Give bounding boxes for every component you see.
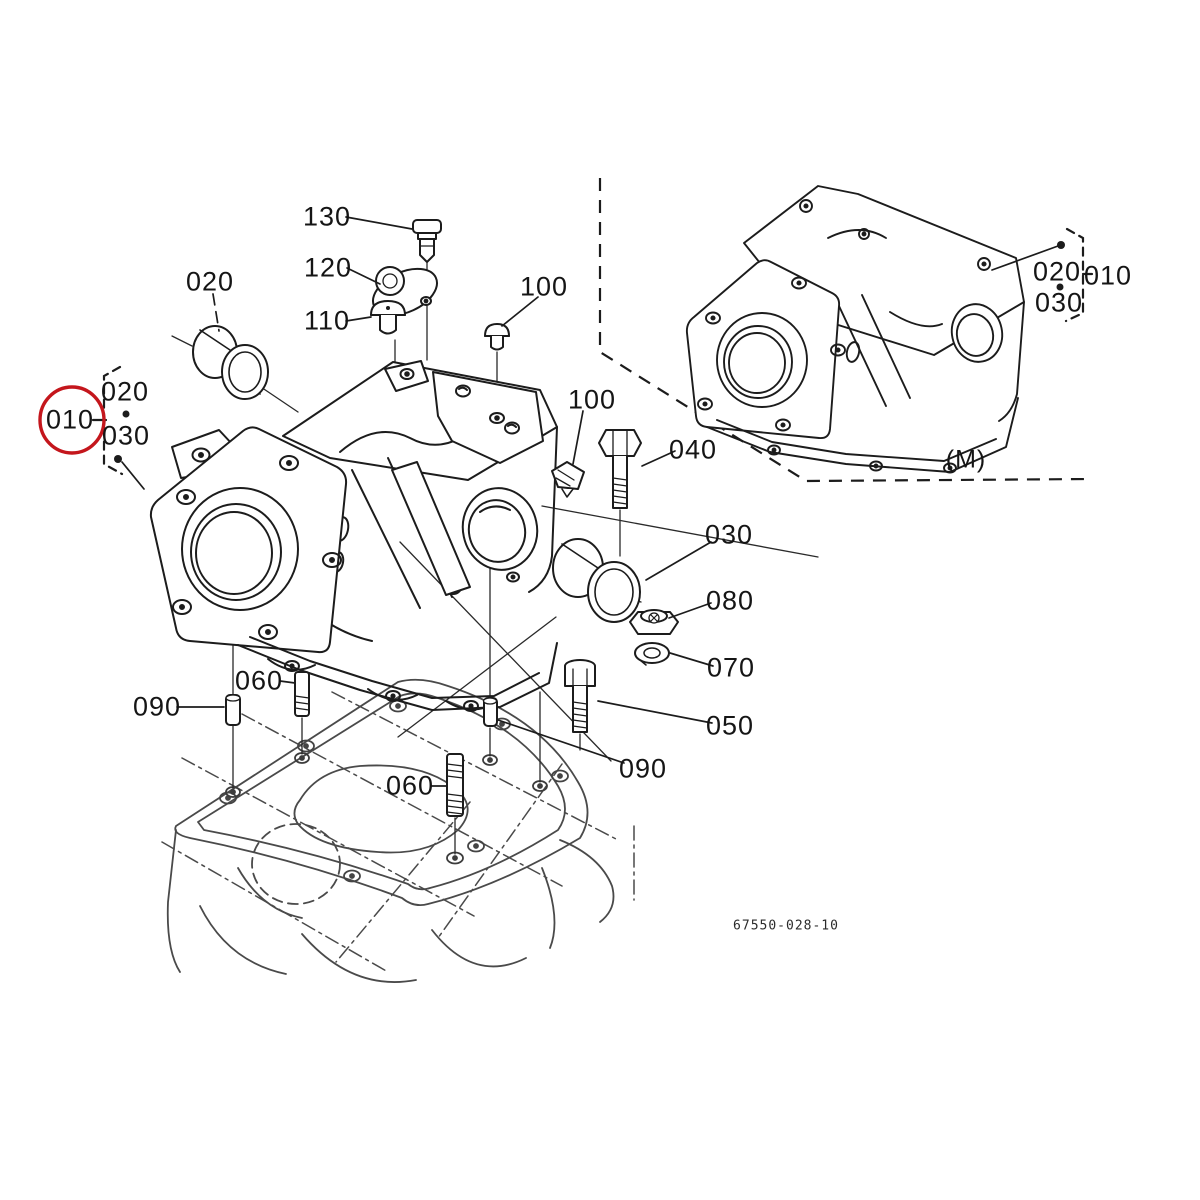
part-plug-100-mid bbox=[551, 461, 585, 498]
callout-020-bushing: 020 bbox=[185, 266, 235, 297]
callout-100-mid: 100 bbox=[567, 384, 617, 415]
part-bolt-050 bbox=[564, 659, 596, 733]
variant-housing-m bbox=[685, 185, 1025, 474]
part-pin-090-right bbox=[482, 697, 498, 727]
drawing-number: 67550-028-10 bbox=[733, 918, 839, 934]
callout-080: 080 bbox=[705, 585, 755, 616]
part-plug-110 bbox=[370, 300, 406, 335]
leader-lines bbox=[114, 216, 1065, 787]
part-washer-070 bbox=[634, 642, 670, 666]
callout-070: 070 bbox=[706, 652, 756, 683]
callout-090-right: 090 bbox=[618, 753, 668, 784]
main-housing bbox=[149, 360, 558, 712]
callout-030-group-right: 030 bbox=[1034, 287, 1084, 318]
part-stud-060-mid bbox=[446, 753, 464, 817]
part-nut-080 bbox=[629, 609, 679, 635]
part-bushing-030 bbox=[552, 538, 641, 623]
callout-020-group-left: 020 bbox=[100, 376, 150, 407]
part-pin-090-left bbox=[225, 694, 241, 726]
callout-120: 120 bbox=[303, 252, 353, 283]
highlight-circle bbox=[38, 385, 106, 455]
callout-050: 050 bbox=[705, 710, 755, 741]
callout-020-group-right: 020 bbox=[1032, 256, 1082, 287]
callout-030-group-left: 030 bbox=[101, 420, 151, 451]
callout-100-top: 100 bbox=[519, 271, 569, 302]
callout-130: 130 bbox=[302, 201, 352, 232]
callout-030-bushing: 030 bbox=[704, 519, 754, 550]
part-bushing-020 bbox=[192, 325, 269, 400]
part-bolt-130 bbox=[412, 219, 442, 263]
variant-label: (M) bbox=[945, 445, 987, 474]
phantom-center-lines bbox=[161, 691, 635, 973]
callout-010-highlighted: 010 bbox=[45, 404, 95, 435]
part-plug-100-top bbox=[484, 323, 510, 351]
callout-040: 040 bbox=[668, 434, 718, 465]
part-stud-060-left bbox=[294, 671, 310, 717]
lower-crankcase bbox=[161, 678, 635, 983]
callout-010-group-right: 010 bbox=[1083, 260, 1133, 291]
callout-060-left: 060 bbox=[234, 665, 284, 696]
callout-060-mid: 060 bbox=[385, 770, 435, 801]
callout-090-left: 090 bbox=[132, 691, 182, 722]
part-bolt-040 bbox=[598, 429, 642, 509]
callout-110: 110 bbox=[303, 305, 351, 336]
